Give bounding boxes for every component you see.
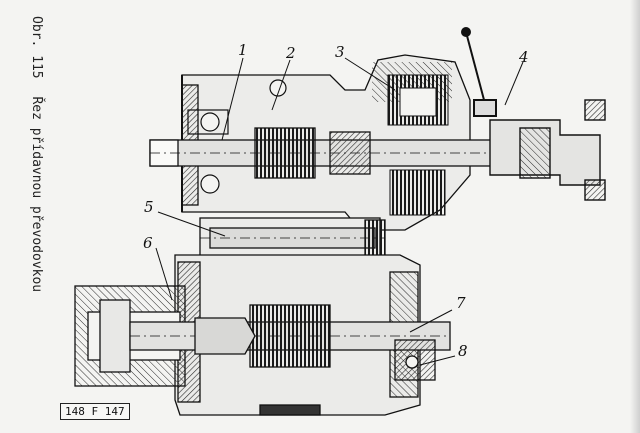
page-edge-shadow: [630, 0, 640, 433]
callout-1: 1: [238, 41, 248, 59]
callout-7: 7: [456, 294, 466, 312]
callout-8: 8: [458, 342, 468, 360]
upper-gear: [387, 74, 449, 216]
upper-bearings: [187, 79, 287, 194]
callout-4: 4: [518, 48, 529, 66]
drawing-code-label: 148 F 147: [60, 403, 130, 420]
callout-5: 5: [144, 198, 154, 216]
callout-2: 2: [285, 44, 296, 62]
output-flange: [489, 99, 606, 201]
callout-3: 3: [335, 43, 345, 61]
callout-leaders: [155, 57, 524, 366]
lower-seal: [394, 339, 436, 381]
callout-6: 6: [143, 234, 153, 252]
shift-lever: [461, 27, 497, 117]
